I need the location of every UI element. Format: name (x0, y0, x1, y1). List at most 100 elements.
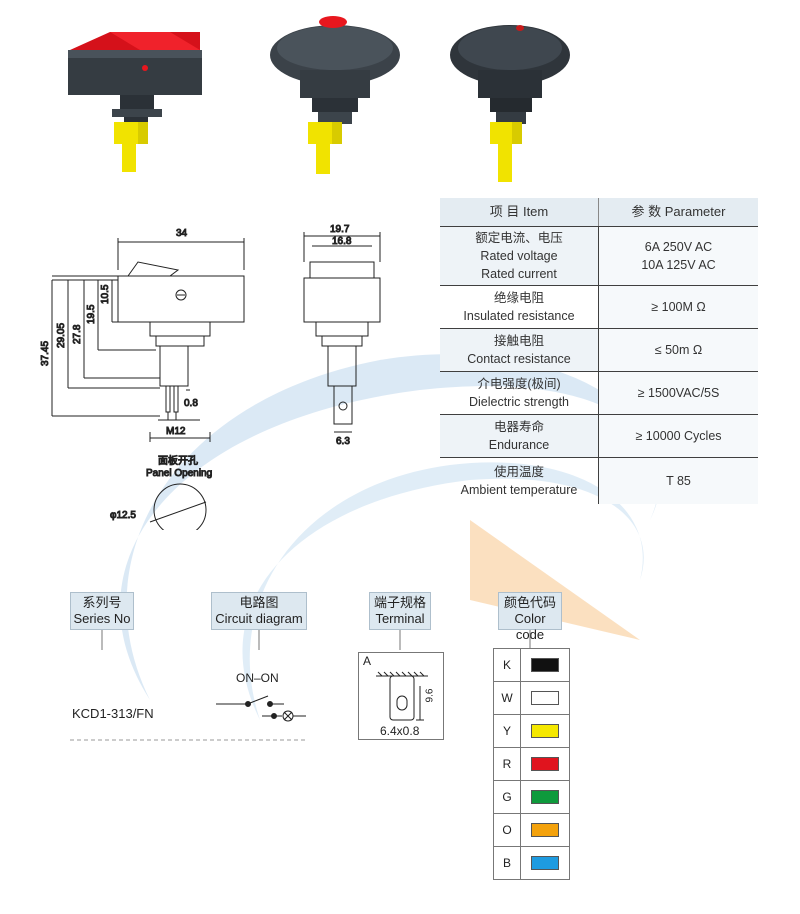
color-swatch (531, 658, 559, 673)
terminal-drawing (376, 671, 428, 721)
circuit-label-en: Circuit diagram (215, 611, 303, 626)
color-code-letter: O (493, 813, 521, 847)
spec-table-header: 项 目 Item 参 数 Parameter (440, 198, 758, 227)
terminal-dim-9-6: 9.6 (424, 688, 436, 703)
row-value: T 85 (598, 457, 758, 504)
color-code-letter: B (493, 846, 521, 880)
row-item-en: Insulated resistance (463, 309, 575, 323)
color-swatch (531, 856, 559, 871)
front-view (51, 238, 245, 421)
row-item-cn: 接触电阻 (493, 334, 544, 348)
color-swatch (531, 790, 559, 805)
label-connectors (101, 630, 531, 650)
header-parameter: 参 数 Parameter (598, 198, 758, 227)
panel-opening-en: Panel Opening (146, 468, 212, 479)
dim-19-5: 19.5 (86, 304, 97, 324)
circuit-diagram-label: 电路图 Circuit diagram (211, 592, 307, 630)
panel-opening-cn: 面板开孔 (158, 454, 198, 467)
series-label-cn: 系列号 (82, 595, 122, 610)
row-value: ≥ 100M Ω (598, 285, 758, 329)
table-row: 使用温度 Ambient temperature T 85 (440, 457, 758, 504)
panel-diameter: φ12.5 (110, 510, 136, 521)
color-row: K (493, 648, 570, 682)
table-row: 电器寿命 Endurance ≥ 10000 Cycles (440, 414, 758, 458)
dim-tab-6-3: 6.3 (336, 436, 350, 447)
dimension-drawing: 34 10.5 19.5 27.8 29.05 37.45 0.8 M12 19… (40, 224, 381, 530)
row-item-cn: 使用温度 (493, 465, 544, 479)
side-view (303, 232, 381, 433)
dim-16-8: 16.8 (332, 236, 352, 247)
row-item-en: Dielectric strength (468, 395, 570, 409)
row-item-en: Endurance (488, 438, 550, 452)
row-item-en: Contact resistance (467, 352, 571, 366)
table-row: 介电强度(极间) Dielectric strength ≥ 1500VAC/5… (440, 371, 758, 415)
color-row: B (493, 846, 570, 880)
terminal-size: 6.4x0.8 (380, 724, 420, 738)
color-code-letter: G (493, 780, 521, 814)
panel-opening-circle (153, 483, 207, 530)
color-row: Y (493, 714, 570, 748)
color-row: W (493, 681, 570, 715)
color-row: G (493, 780, 570, 814)
oval-switch-red-photo (270, 16, 400, 174)
color-swatch-cell (520, 747, 570, 781)
dim-27-8: 27.8 (72, 324, 83, 344)
dim-37-45: 37.45 (40, 341, 51, 366)
color-swatch-cell (520, 813, 570, 847)
row-value2: 10A 125V AC (641, 258, 716, 272)
color-row: R (493, 747, 570, 781)
series-no-label: 系列号 Series No (70, 592, 134, 630)
terminal-label: 端子规格 Terminal (369, 592, 431, 630)
color-code-letter: W (493, 681, 521, 715)
row-item-cn: 绝缘电阻 (493, 291, 544, 305)
dim-10-5: 10.5 (100, 284, 111, 304)
color-swatch (531, 691, 559, 706)
circuit-diagram (216, 695, 306, 722)
color-swatch-cell (520, 681, 570, 715)
row-item-en2: Rated current (481, 267, 557, 281)
series-label-en: Series No (73, 611, 131, 626)
dim-thread-m12: M12 (166, 426, 186, 437)
spec-table: 项 目 Item 参 数 Parameter 额定电流、电压 Rated vol… (440, 198, 758, 504)
oval-switch-dark-photo (450, 25, 570, 182)
terminal-label-cn: 端子规格 (373, 595, 426, 610)
color-label-cn: 颜色代码 (503, 595, 556, 610)
circuit-label-cn: 电路图 (239, 595, 279, 610)
row-value: 6A 250V AC (644, 240, 713, 254)
terminal-label-en: Terminal (375, 611, 425, 626)
row-item-cn: 电器寿命 (493, 420, 544, 434)
color-swatch-cell (520, 780, 570, 814)
color-swatch (531, 724, 559, 739)
row-value: ≥ 10000 Cycles (598, 414, 758, 458)
color-swatch (531, 823, 559, 838)
rocker-switch-photo (68, 32, 202, 172)
row-item-cn: 额定电流、电压 (475, 231, 563, 245)
row-item-en: Ambient temperature (460, 483, 578, 497)
dim-pin-0-8: 0.8 (184, 398, 198, 409)
color-code-label: 颜色代码 Color code (498, 592, 562, 642)
row-value: ≤ 50m Ω (598, 328, 758, 372)
terminal-type-a: A (363, 654, 372, 668)
row-item-en: Rated voltage (480, 249, 558, 263)
table-row: 绝缘电阻 Insulated resistance ≥ 100M Ω (440, 285, 758, 329)
table-row: 额定电流、电压 Rated voltage Rated current 6A 2… (440, 226, 758, 286)
color-swatch (531, 757, 559, 772)
row-item-cn: 介电强度(极间) (477, 377, 561, 391)
row-value: ≥ 1500VAC/5S (598, 371, 758, 415)
product-photos (68, 16, 570, 182)
dim-19-7: 19.7 (330, 224, 350, 235)
dim-29-05: 29.05 (56, 323, 67, 348)
series-number: KCD1-313/FN (72, 706, 154, 721)
color-code-letter: K (493, 648, 521, 682)
header-item: 项 目 Item (440, 198, 599, 227)
terminal-box (358, 652, 444, 740)
table-row: 接触电阻 Contact resistance ≤ 50m Ω (440, 328, 758, 372)
color-code-letter: Y (493, 714, 521, 748)
color-swatch-cell (520, 846, 570, 880)
dim-width-34: 34 (176, 228, 188, 239)
color-code-letter: R (493, 747, 521, 781)
color-swatch-cell (520, 714, 570, 748)
color-row: O (493, 813, 570, 847)
color-swatch-cell (520, 648, 570, 682)
